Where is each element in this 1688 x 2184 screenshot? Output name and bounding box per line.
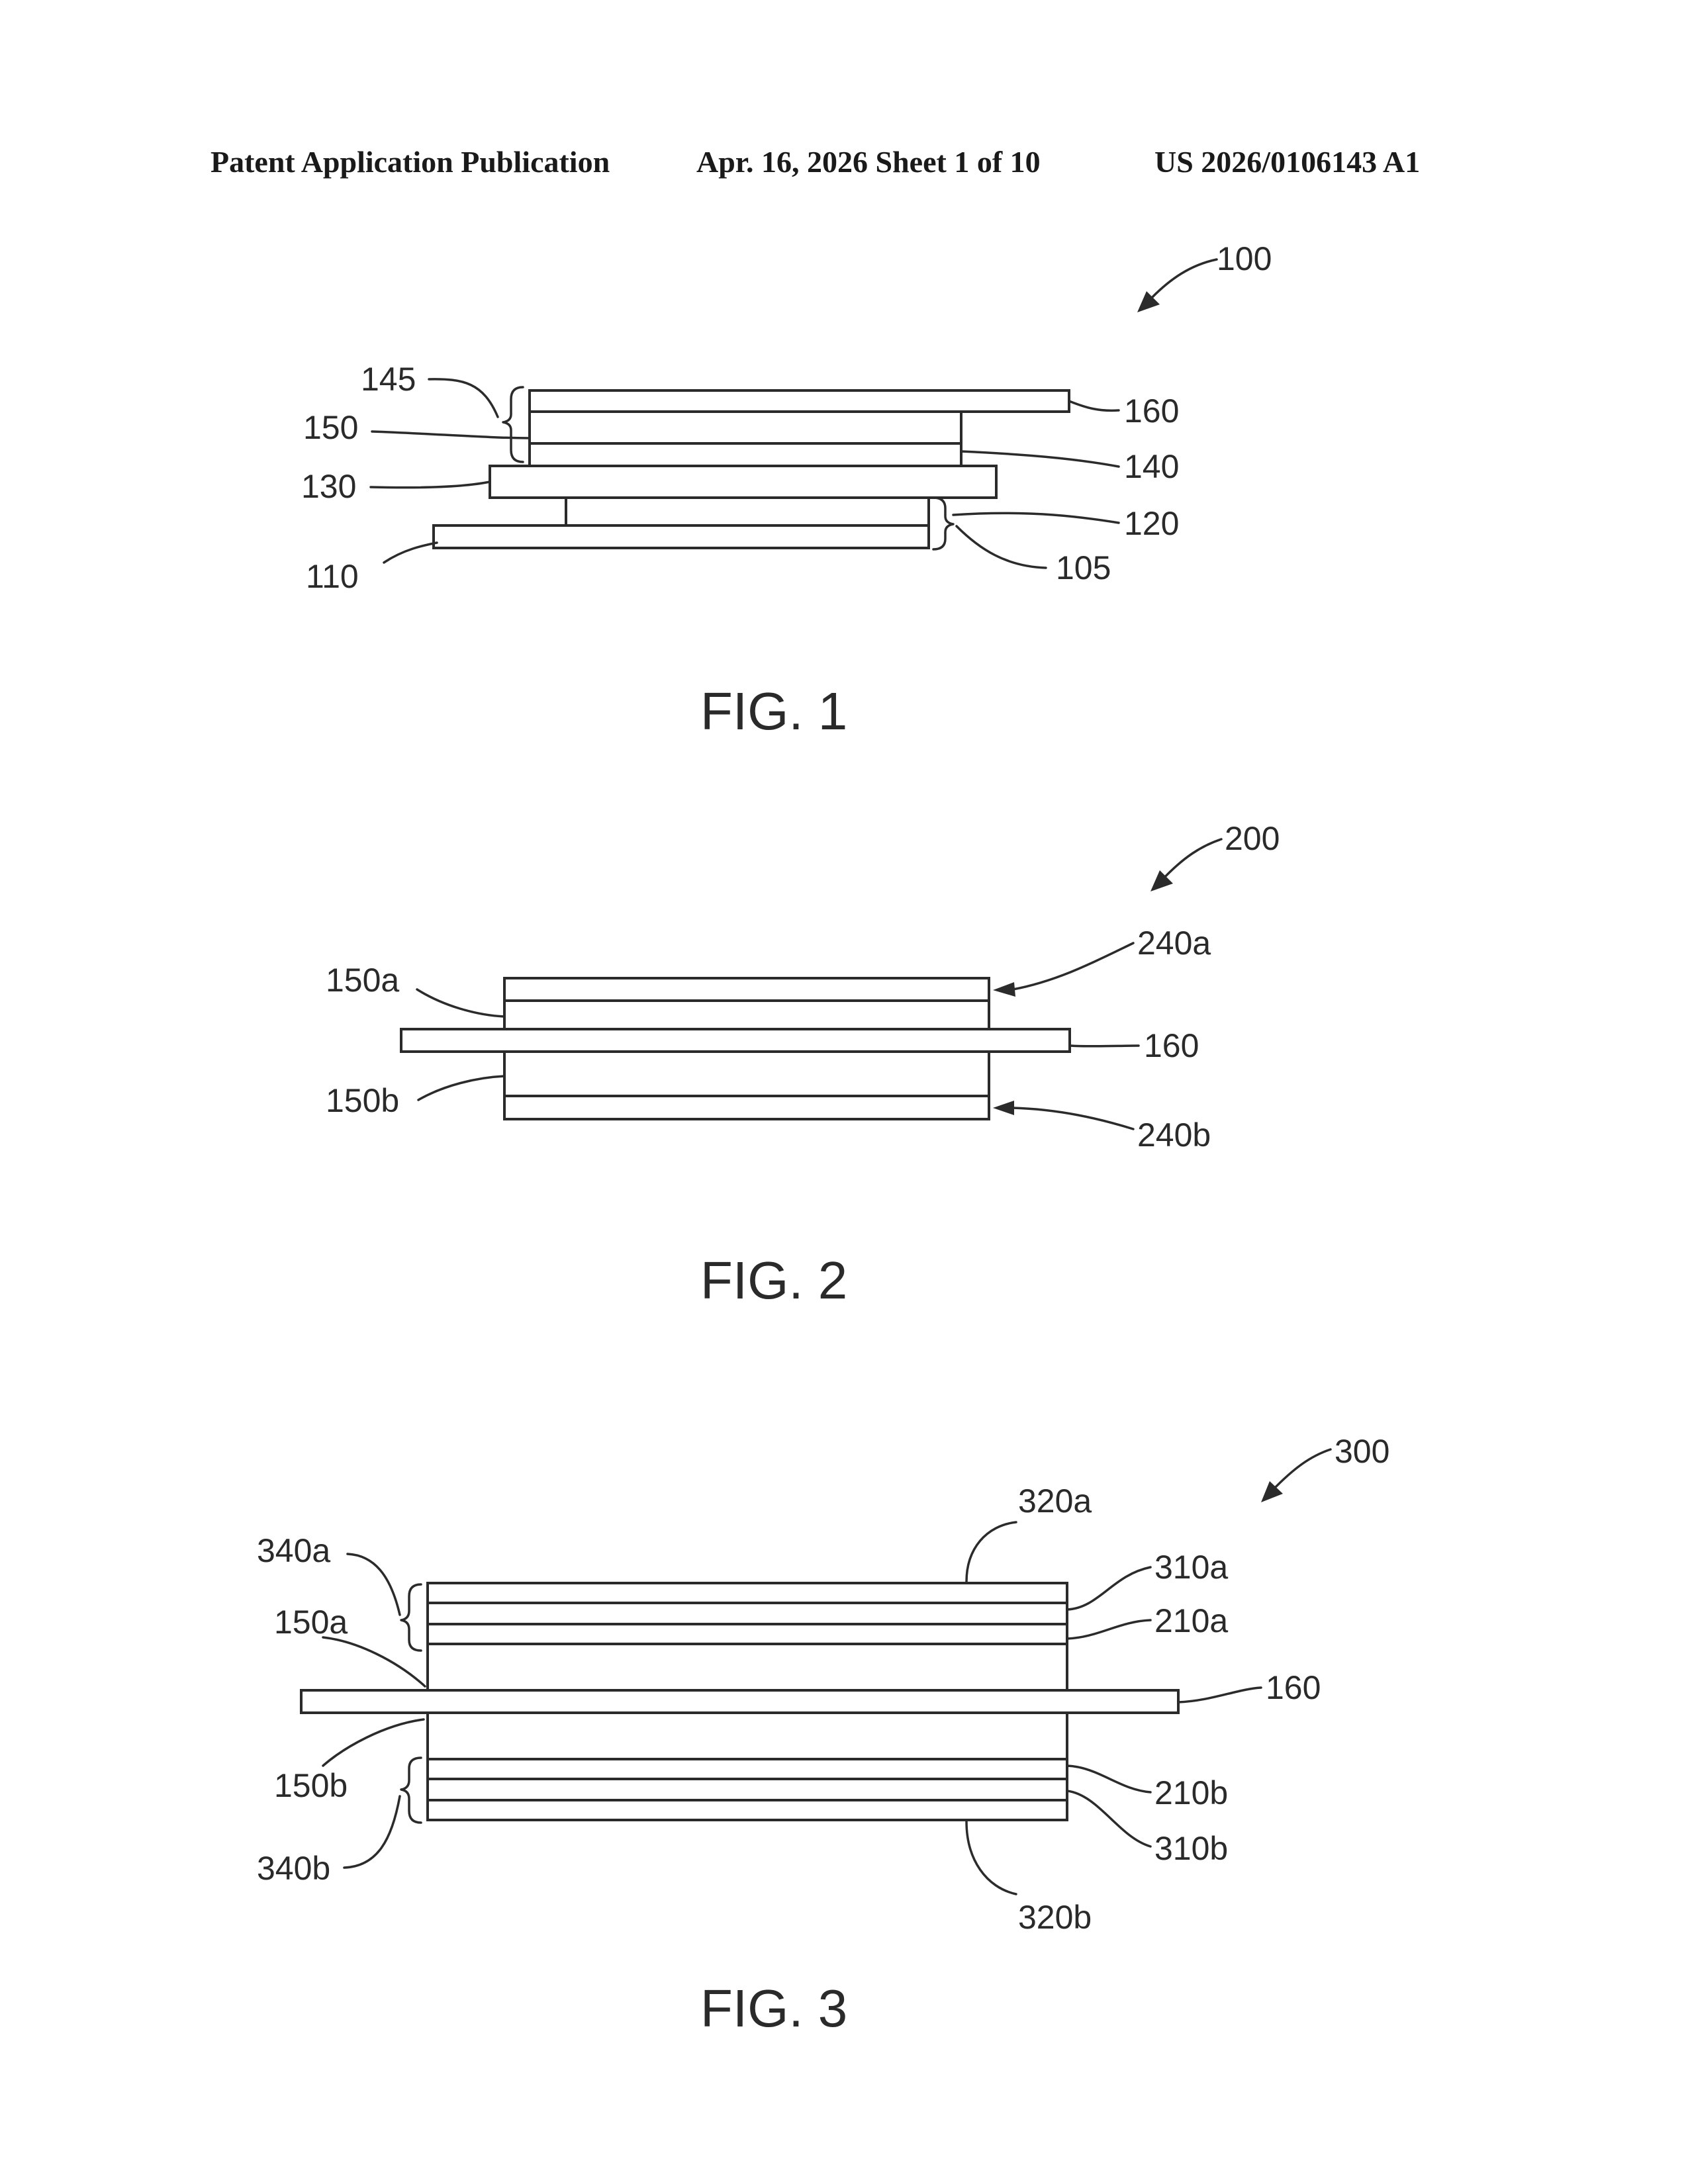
fig1-leader-120	[953, 513, 1119, 523]
fig3-label-150b: 150b	[274, 1767, 348, 1804]
figure-1: 100 145 150 130 110 160 140 120 105 FIG.…	[301, 240, 1272, 741]
fig1-leader-160	[1069, 401, 1119, 410]
fig2-layer-160	[401, 1029, 1070, 1052]
fig3-layer-320b	[428, 1800, 1067, 1820]
fig3-leader-310a	[1067, 1567, 1150, 1610]
fig2-caption: FIG. 2	[700, 1251, 847, 1310]
fig3-label-320a: 320a	[1018, 1482, 1092, 1520]
fig3-layer-150b	[428, 1713, 1067, 1759]
fig2-leader-150a	[417, 989, 504, 1017]
fig1-caption: FIG. 1	[700, 682, 847, 741]
fig1-layer-110	[434, 525, 929, 548]
figure-2: 200 240a 150a 160 150b 240b FIG. 2	[326, 820, 1280, 1310]
fig1-leader-140	[961, 451, 1119, 467]
fig2-layer-240a	[504, 978, 989, 1001]
fig3-layer-210b	[428, 1759, 1067, 1779]
fig2-arrow-240b	[1013, 1108, 1133, 1129]
fig1-leader-150	[372, 432, 530, 438]
fig1-label-140: 140	[1124, 448, 1179, 485]
fig3-label-320b: 320b	[1018, 1899, 1092, 1936]
fig1-leader-110	[384, 543, 437, 563]
fig1-layer-150	[530, 412, 961, 443]
fig1-label-110: 110	[306, 558, 359, 595]
fig3-label-300: 300	[1335, 1433, 1389, 1470]
fig1-label-150: 150	[303, 409, 358, 446]
fig3-label-210b: 210b	[1154, 1774, 1228, 1811]
fig1-leader-145	[429, 379, 498, 417]
fig1-brace-105	[933, 498, 953, 549]
fig2-arrowhead-240b	[993, 1101, 1014, 1115]
fig3-label-210a: 210a	[1154, 1602, 1228, 1639]
fig1-layer-160	[530, 390, 1069, 412]
fig3-arrow-300	[1272, 1449, 1331, 1490]
fig3-leader-150b	[323, 1719, 424, 1766]
fig2-arrow-240a	[1013, 943, 1133, 989]
fig1-layer-140	[530, 443, 961, 466]
fig3-brace-340b	[401, 1758, 421, 1823]
fig2-arrow-200	[1162, 839, 1221, 880]
fig3-layer-150a	[428, 1644, 1067, 1690]
fig3-leader-210b	[1067, 1766, 1150, 1792]
fig3-layer-210a	[428, 1624, 1067, 1644]
fig3-label-340a: 340a	[257, 1532, 330, 1569]
fig3-leader-160	[1178, 1688, 1261, 1702]
fig1-leader-105	[957, 526, 1046, 568]
fig2-layer-150b	[504, 1052, 989, 1096]
fig2-arrowhead-240a	[993, 982, 1015, 997]
fig3-leader-310b	[1067, 1791, 1150, 1846]
fig2-label-150b: 150b	[326, 1082, 399, 1119]
fig3-label-150a: 150a	[274, 1604, 348, 1641]
fig1-label-100: 100	[1217, 240, 1272, 277]
fig2-layer-240b	[504, 1096, 989, 1119]
fig2-leader-150b	[418, 1076, 504, 1100]
fig3-label-340b: 340b	[257, 1850, 330, 1887]
fig1-label-160: 160	[1124, 392, 1179, 430]
fig3-leader-320b	[966, 1821, 1016, 1894]
fig3-caption: FIG. 3	[700, 1979, 847, 2038]
fig2-label-160: 160	[1144, 1027, 1199, 1064]
fig1-layer-130	[490, 466, 996, 498]
fig3-layer-310a	[428, 1603, 1067, 1624]
fig1-label-130: 130	[301, 468, 356, 505]
fig1-label-145: 145	[361, 361, 416, 398]
fig3-leader-210a	[1067, 1620, 1150, 1639]
fig1-layer-120	[566, 498, 929, 525]
fig3-label-310a: 310a	[1154, 1549, 1228, 1586]
fig3-layer-320a	[428, 1583, 1067, 1603]
fig3-label-310b: 310b	[1154, 1830, 1228, 1867]
fig1-label-105: 105	[1056, 549, 1111, 586]
fig1-brace-145	[503, 387, 523, 462]
figure-3: 300 320a 340a 310a 150a 210a 160 150b 21…	[257, 1433, 1389, 2038]
fig1-arrow-100	[1149, 259, 1217, 301]
fig3-leader-340b	[344, 1796, 400, 1868]
fig3-label-160: 160	[1266, 1669, 1321, 1706]
fig3-leader-340a	[348, 1554, 400, 1615]
fig3-brace-340a	[401, 1584, 421, 1651]
fig2-label-240b: 240b	[1137, 1116, 1211, 1154]
fig3-layer-310b	[428, 1779, 1067, 1800]
fig2-layer-150a	[504, 1001, 989, 1029]
fig2-label-150a: 150a	[326, 962, 399, 999]
fig1-label-120: 120	[1124, 505, 1179, 542]
fig1-leader-130	[371, 482, 490, 488]
fig2-label-200: 200	[1225, 820, 1280, 857]
fig3-leader-320a	[966, 1522, 1016, 1582]
fig3-layer-160	[301, 1690, 1178, 1713]
fig2-label-240a: 240a	[1137, 925, 1211, 962]
